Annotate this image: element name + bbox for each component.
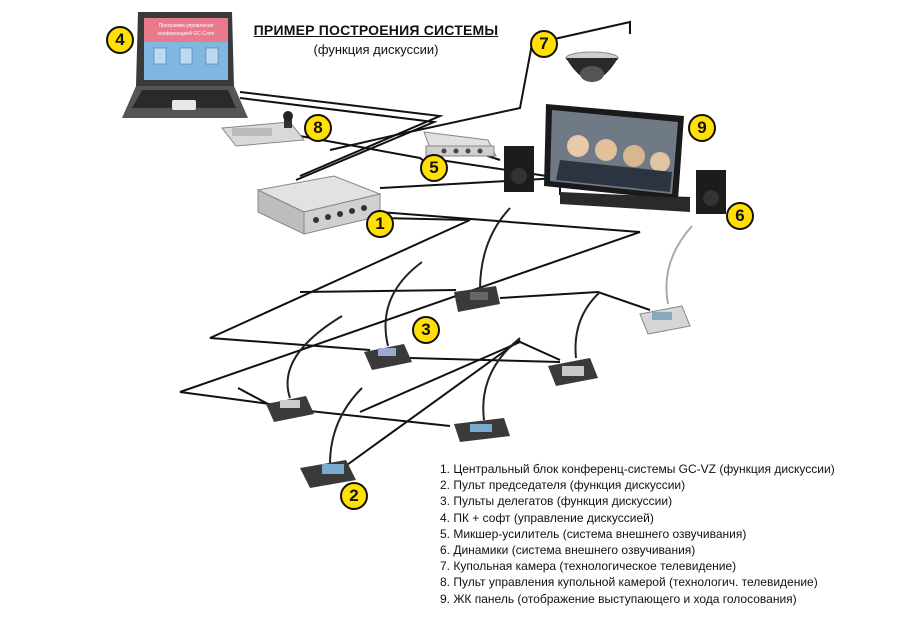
camera-controller [221, 111, 305, 147]
lcd-panel [544, 104, 690, 212]
delegate-unit-middle-right [548, 291, 601, 386]
net-line-7 [299, 409, 451, 427]
legend-item: 7. Купольная камера (технологическое тел… [440, 559, 737, 574]
legend-item: 8. Пульт управления купольной камерой (т… [440, 575, 818, 590]
net-line-1 [179, 211, 641, 405]
legend-item: 1. Центральный блок конференц-системы GC… [440, 462, 835, 476]
net-line-5 [409, 357, 561, 363]
central-unit [256, 175, 382, 235]
delegate-unit-center [364, 261, 423, 370]
badge-8: 8 [304, 114, 332, 142]
net-line-4 [499, 290, 651, 311]
diagram-subtitle: (функция дискуссии) [313, 42, 439, 57]
badge-4: 4 [106, 26, 134, 54]
legend-item: 5. Микшер-усилитель (система внешнего оз… [440, 526, 747, 541]
camera-cable [329, 20, 631, 151]
net-line-9 [339, 339, 521, 471]
laptop-screen-header-1: Программа управления [159, 23, 214, 29]
badge-1: 1 [366, 210, 394, 238]
net-line-6 [237, 387, 269, 405]
speaker-right [696, 170, 726, 214]
legend-item: 3. Пульты делегатов (функция дискуссии) [440, 494, 673, 509]
badge-5: 5 [420, 154, 448, 182]
diagram-title: ПРИМЕР ПОСТРОЕНИЯ СИСТЕМЫ [253, 22, 499, 38]
net-line-8 [359, 340, 561, 413]
badge-9: 9 [688, 114, 716, 142]
badge-7: 7 [530, 30, 558, 58]
legend-item: 2. Пульт председателя (функция дискуссии… [440, 478, 686, 493]
legend-item: 6. Динамики (система внешнего озвучивани… [440, 543, 696, 558]
legend-list: 1. Центральный блок конференц-системы GC… [440, 461, 835, 607]
pc-cable-a [239, 91, 444, 177]
delegate-unit-left [266, 315, 343, 422]
delegate-unit-right-silver [639, 225, 693, 335]
mixer-amplifier [423, 131, 497, 157]
cables [179, 20, 691, 471]
dome-camera [565, 51, 619, 82]
legend-item: 4. ПК + софт (управление дискуссией) [440, 510, 654, 525]
badge-3: 3 [412, 316, 440, 344]
badge-6: 6 [726, 202, 754, 230]
badge-2: 2 [340, 482, 368, 510]
pc-cable-b [239, 97, 438, 181]
net-line-2 [209, 217, 471, 351]
laptop [122, 12, 248, 118]
delegate-unit-bottom [454, 337, 521, 442]
chairman-unit [300, 387, 363, 488]
speaker-left [504, 146, 534, 192]
delegate-unit-top [454, 207, 511, 312]
legend-item: 9. ЖК панель (отображение выступающего и… [440, 591, 797, 606]
laptop-screen-header-2: конференцией GC-Conn [158, 30, 215, 37]
net-line-3 [299, 289, 457, 293]
